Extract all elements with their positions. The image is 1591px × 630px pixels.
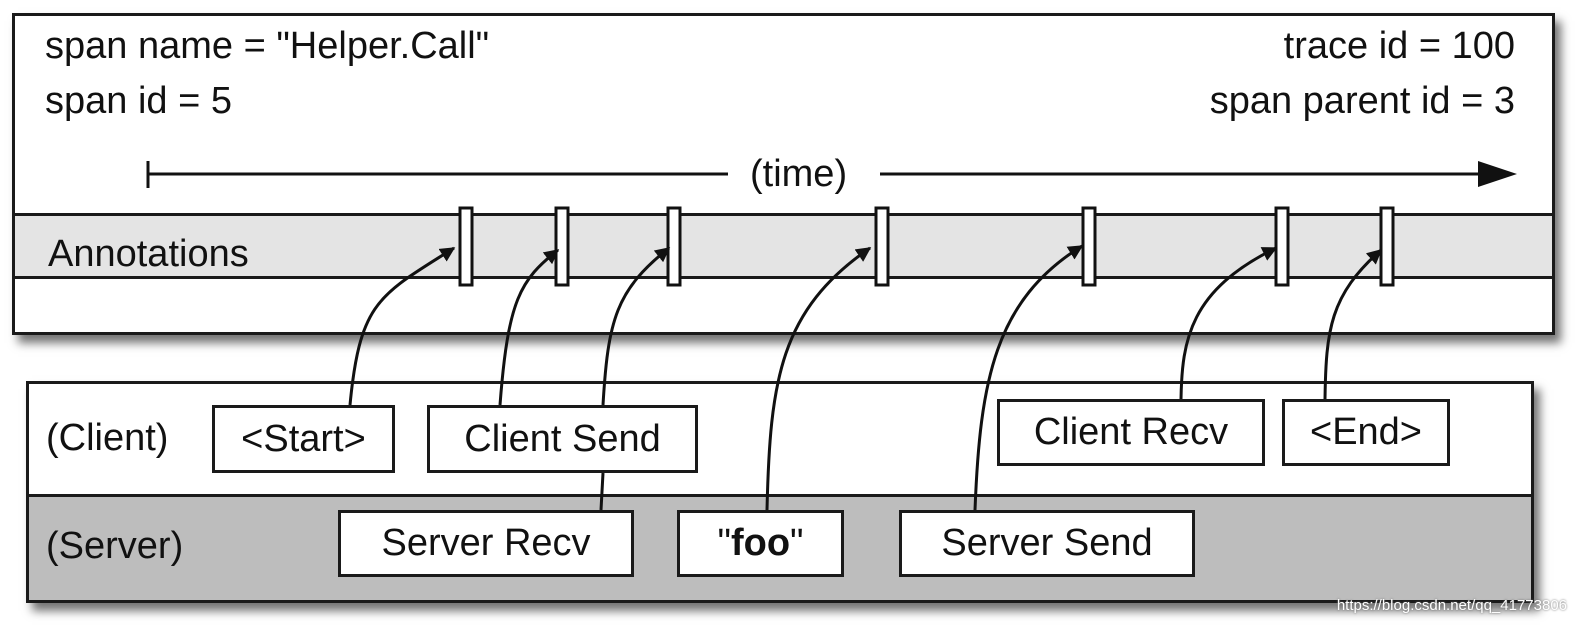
foo-close-quote: " xyxy=(790,522,804,564)
foo-annotation-box: "foo" xyxy=(677,510,844,577)
client-lane-label: (Client) xyxy=(46,417,169,459)
server-send-box: Server Send xyxy=(899,510,1195,577)
start-event-label: <Start> xyxy=(241,417,366,460)
end-event-label: <End> xyxy=(1310,411,1422,453)
span-id: span id = 5 xyxy=(45,80,232,122)
client-recv-box: Client Recv xyxy=(997,399,1265,466)
foo-annotation-label: foo xyxy=(730,522,791,564)
server-recv-box: Server Recv xyxy=(338,510,634,577)
server-send-label: Server Send xyxy=(941,522,1153,564)
watermark: https://blog.csdn.net/qq_41773806 xyxy=(1336,597,1567,614)
trace-id: trace id = 100 xyxy=(1283,25,1515,67)
annotations-label: Annotations xyxy=(48,233,249,275)
client-send-label: Client Send xyxy=(464,417,661,460)
server-recv-label: Server Recv xyxy=(381,522,591,564)
end-event-box: <End> xyxy=(1282,399,1450,466)
start-event-box: <Start> xyxy=(212,405,395,473)
client-send-box: Client Send xyxy=(427,405,698,473)
server-lane-label: (Server) xyxy=(46,525,184,567)
span-parent-id: span parent id = 3 xyxy=(1209,80,1515,122)
span-name: span name = "Helper.Call" xyxy=(45,25,490,67)
client-recv-label: Client Recv xyxy=(1033,411,1229,453)
foo-open-quote: " xyxy=(717,522,731,564)
time-label: (time) xyxy=(750,153,848,195)
